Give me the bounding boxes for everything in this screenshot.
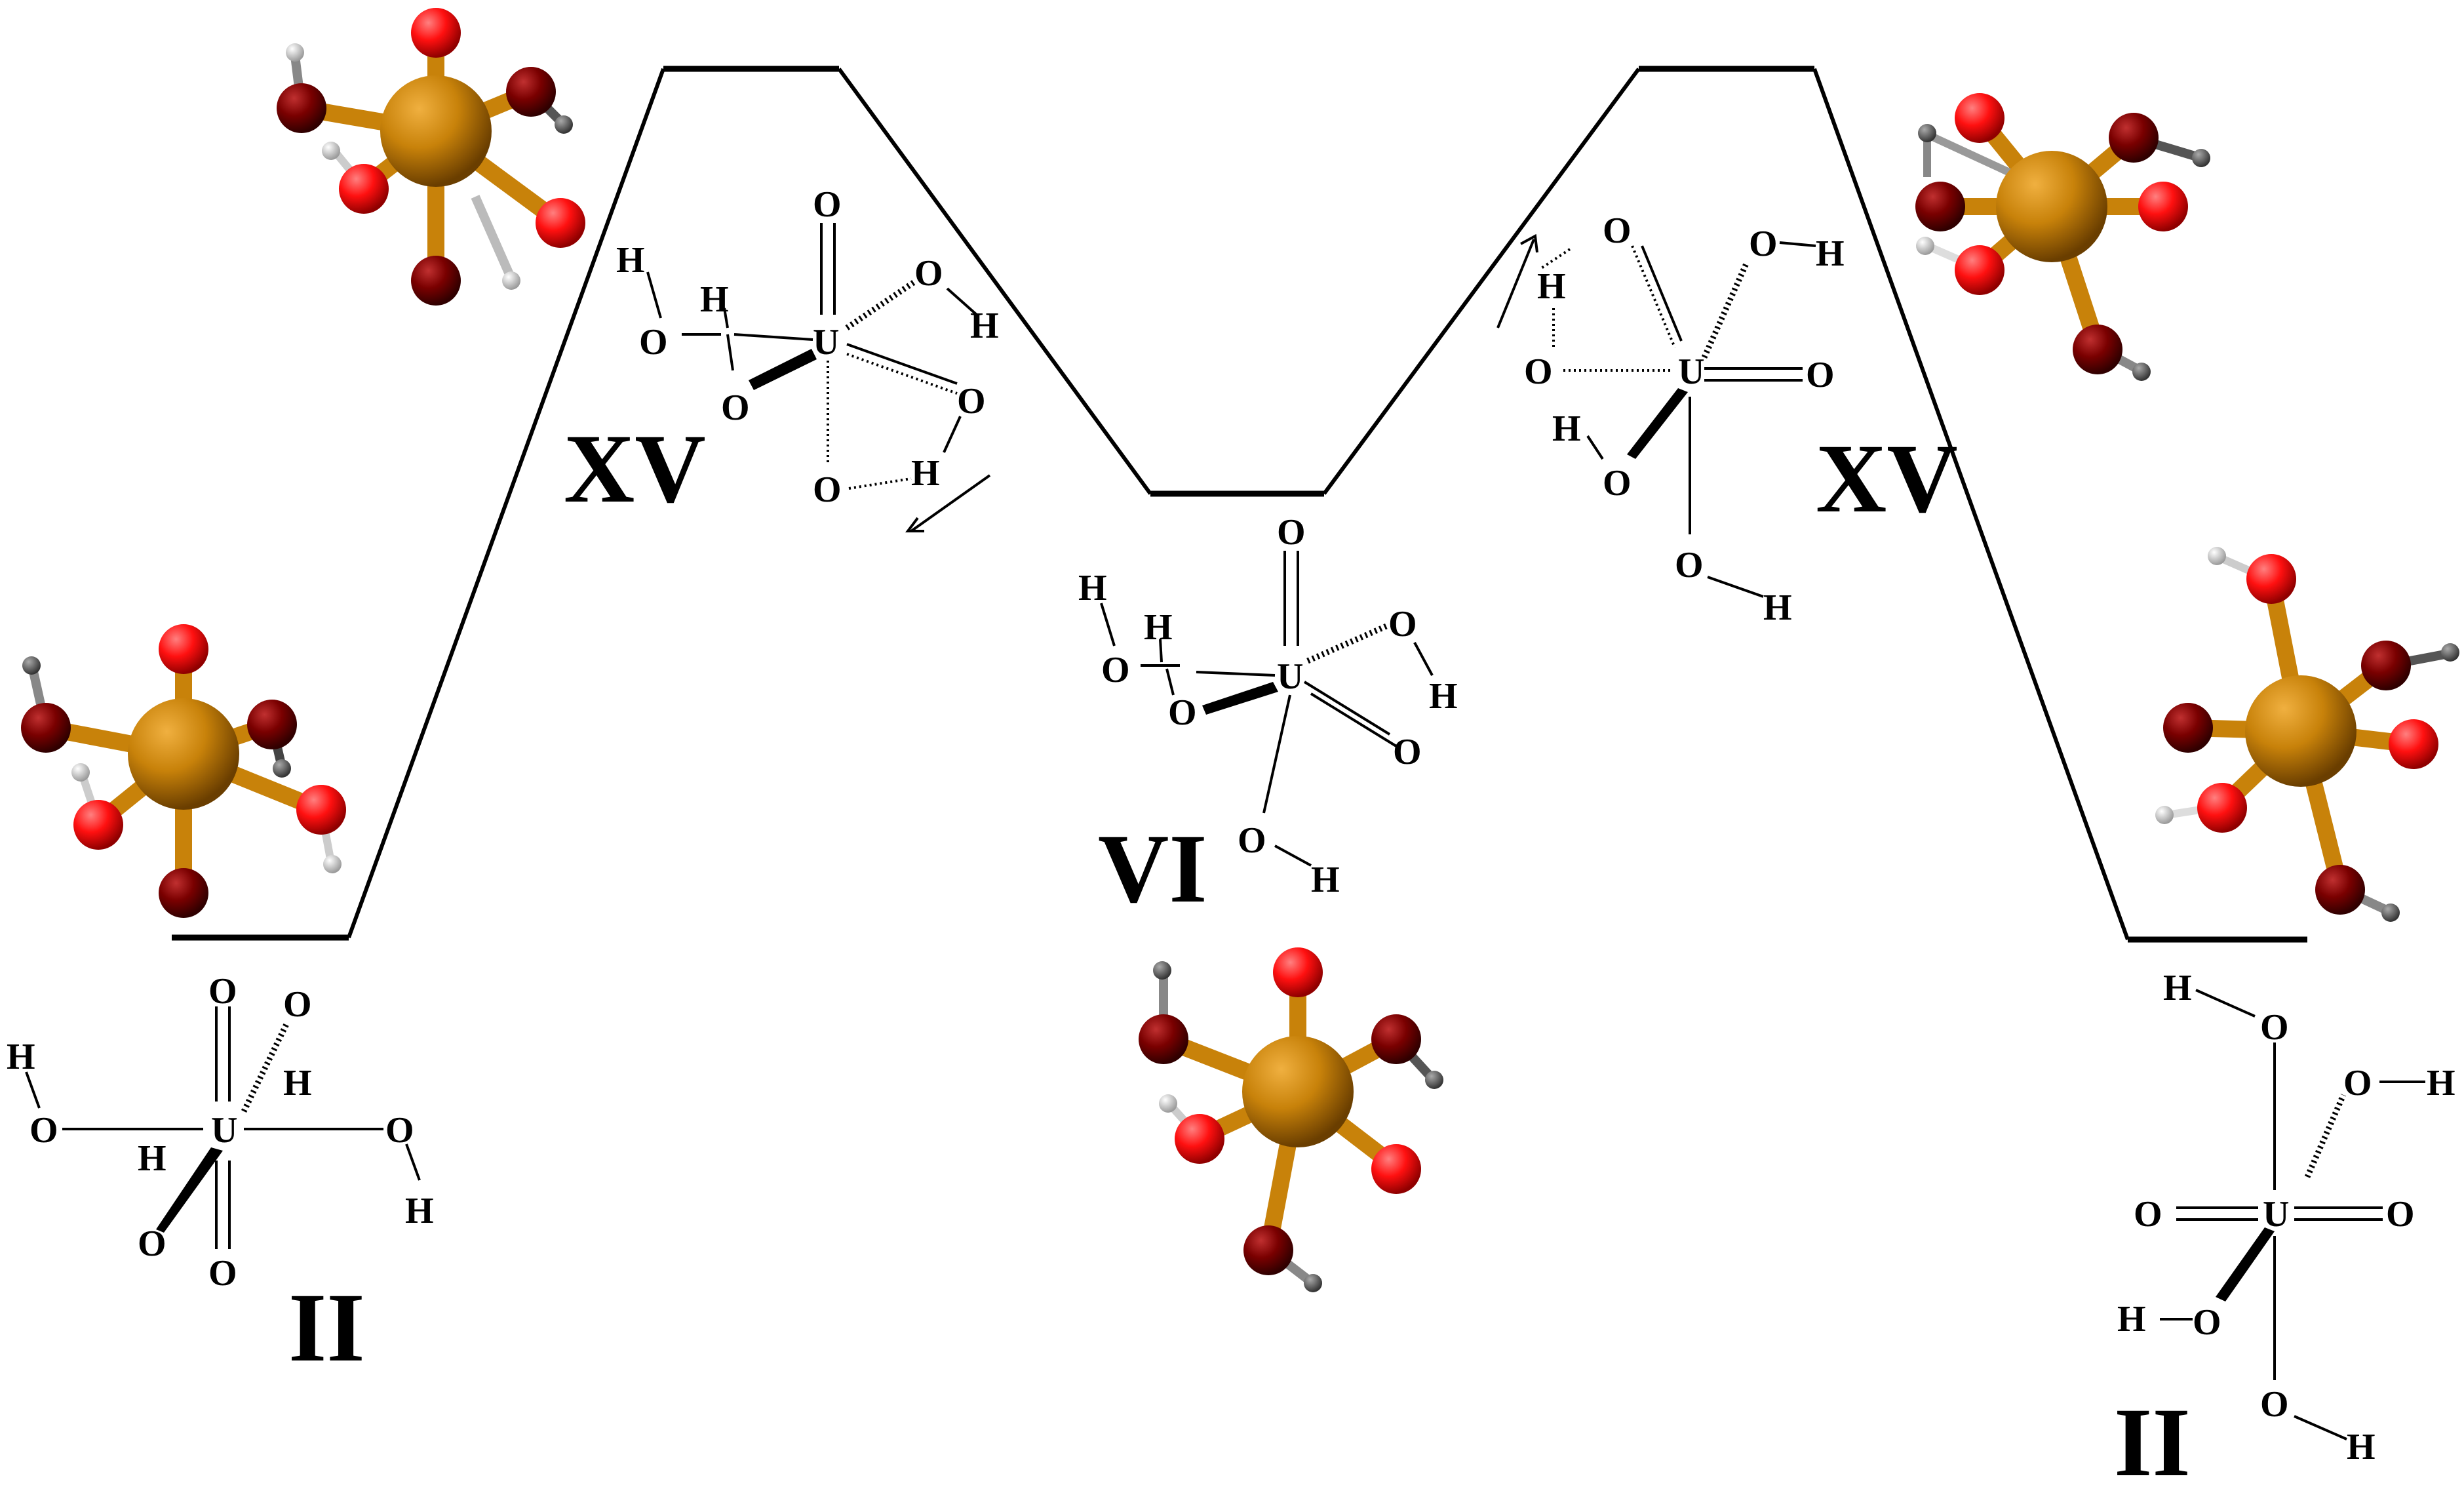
molecule-3d-II-left <box>21 624 346 918</box>
atom-O: O <box>2386 1194 2415 1235</box>
atom-O: O <box>1675 545 1704 586</box>
atom-H: H <box>970 306 999 346</box>
structure-XV-right: U O H O O O H H O O H <box>1496 210 1845 628</box>
molecule-3d-II-right <box>2155 547 2459 922</box>
atom-O: O <box>813 469 842 510</box>
atom-H: H <box>1311 860 1340 900</box>
atom-H: H <box>405 1191 434 1231</box>
atom-O: O <box>639 322 668 363</box>
reaction-path <box>347 68 2130 941</box>
state-label-XV-left: XV <box>564 414 706 523</box>
atom-H: H <box>700 279 729 320</box>
atom-H: H <box>2427 1063 2455 1103</box>
atom-H: H <box>1763 587 1792 628</box>
atom-O: O <box>1806 355 1835 395</box>
atom-O: O <box>1168 692 1197 733</box>
atom-O: O <box>208 1253 237 1294</box>
atom-O: O <box>2343 1063 2372 1103</box>
atom-O: O <box>385 1110 414 1151</box>
atom-O: O <box>29 1110 58 1151</box>
atom-H: H <box>2163 968 2192 1008</box>
atom-U: U <box>813 322 839 363</box>
atom-O: O <box>1277 512 1306 553</box>
atom-H: H <box>616 240 645 281</box>
atom-H: H <box>283 1063 312 1103</box>
atom-O: O <box>2260 1007 2289 1048</box>
atom-O: O <box>1101 650 1130 690</box>
atom-O: O <box>1603 463 1632 504</box>
atom-O: O <box>1749 224 1778 264</box>
state-label-VI: VI <box>1098 814 1207 923</box>
atom-O: O <box>1238 820 1266 861</box>
atom-U: U <box>2263 1194 2289 1235</box>
atom-H: H <box>911 453 940 494</box>
atom-H: H <box>1144 607 1173 648</box>
atom-H: H <box>2347 1427 2376 1467</box>
molecule-3d-VI <box>1139 947 1443 1292</box>
atom-O: O <box>2260 1384 2289 1425</box>
atom-H: H <box>2117 1299 2146 1340</box>
structure-XV-left: U O O H H O O H O H O <box>616 184 999 532</box>
atom-H: H <box>1552 408 1581 449</box>
atom-O: O <box>2134 1194 2162 1235</box>
atom-H: H <box>7 1037 35 1077</box>
atom-O: O <box>283 984 312 1025</box>
atom-O: O <box>208 971 237 1012</box>
molecule-3d-XV-right <box>1915 93 2210 381</box>
state-label-II-left: II <box>288 1273 365 1382</box>
atom-O: O <box>957 381 986 422</box>
atom-H: H <box>138 1138 166 1179</box>
state-label-II-right: II <box>2114 1388 2191 1489</box>
structure-II-right: U H O O H O O H O O H <box>2117 968 2455 1467</box>
atom-O: O <box>1393 732 1422 772</box>
atom-O: O <box>1524 351 1553 392</box>
molecule-3d-XV-left <box>277 8 585 306</box>
atom-O: O <box>138 1223 166 1264</box>
atom-O: O <box>813 184 842 225</box>
atom-U: U <box>1277 656 1303 697</box>
state-label-XV-right: XV <box>1816 424 1958 533</box>
structure-VI: U O O H H O O H O O H <box>1078 512 1458 900</box>
atom-O: O <box>721 387 750 428</box>
structure-II-left: U O O O H O H O H H O <box>7 971 434 1294</box>
atom-H: H <box>1429 676 1458 717</box>
atom-O: O <box>914 253 943 294</box>
atom-U: U <box>1678 351 1704 392</box>
atom-H: H <box>1816 233 1845 274</box>
atom-O: O <box>2193 1302 2221 1343</box>
atom-H: H <box>1078 568 1107 608</box>
atom-U: U <box>211 1110 237 1151</box>
atom-O: O <box>1388 604 1417 645</box>
energy-profile <box>172 66 2307 943</box>
atom-H: H <box>1537 266 1566 307</box>
atom-O: O <box>1603 210 1632 251</box>
